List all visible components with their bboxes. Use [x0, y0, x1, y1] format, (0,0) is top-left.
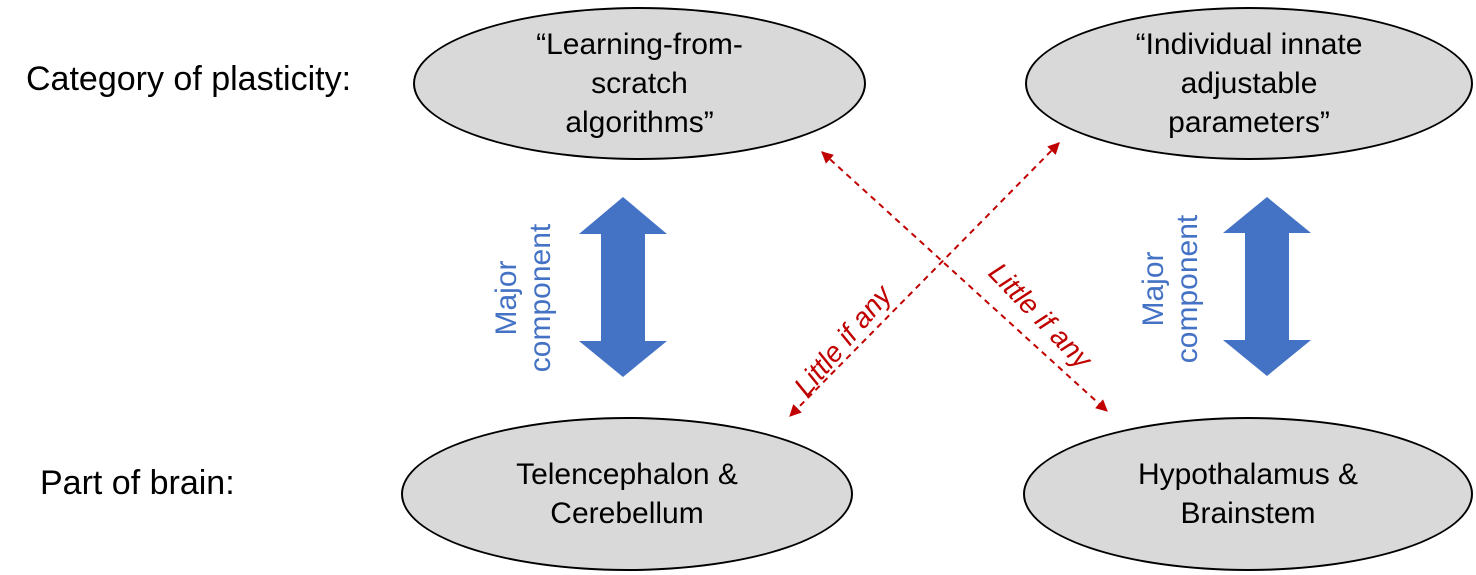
- major-right-line-1: Major: [1137, 251, 1170, 327]
- innate-line-2: adjustable: [1180, 67, 1318, 100]
- major-left-line-2: component: [524, 223, 557, 373]
- minor-arrow-learning-to-hypothalamus: [821, 151, 1108, 412]
- hypothalamus-brainstem-node: Hypothalamus & Brainstem: [1023, 417, 1473, 571]
- plasticity-row-label: Category of plasticity:: [26, 60, 352, 98]
- telencephalon-cerebellum-node: Telencephalon & Cerebellum: [401, 417, 853, 571]
- major-left-line-1: Major: [490, 260, 523, 336]
- telencephalon-line-2: Cerebellum: [550, 497, 704, 530]
- major-arrow-right-icon: [1223, 197, 1311, 376]
- learning-line-1: “Learning-from-: [536, 28, 743, 61]
- learning-line-2: scratch: [591, 67, 688, 100]
- major-right-line-2: component: [1171, 214, 1204, 364]
- innate-line-1: “Individual innate: [1135, 28, 1363, 61]
- hypothalamus-line-1: Hypothalamus &: [1137, 458, 1359, 491]
- learning-from-scratch-node: “Learning-from- scratch algorithms”: [413, 7, 866, 160]
- learning-line-3: algorithms”: [565, 106, 714, 139]
- innate-parameters-node: “Individual innate adjustable parameters…: [1025, 7, 1473, 160]
- major-arrow-left-icon: [579, 197, 667, 377]
- telencephalon-line-1: Telencephalon &: [516, 458, 738, 491]
- brain-row-label: Part of brain:: [40, 464, 235, 502]
- innate-line-3: parameters”: [1168, 106, 1330, 139]
- minor-arrow-innate-to-telencephalon: [789, 142, 1060, 417]
- major-component-right-label: Major component: [1137, 215, 1205, 363]
- hypothalamus-line-2: Brainstem: [1180, 497, 1316, 530]
- major-component-left-label: Major component: [490, 224, 558, 372]
